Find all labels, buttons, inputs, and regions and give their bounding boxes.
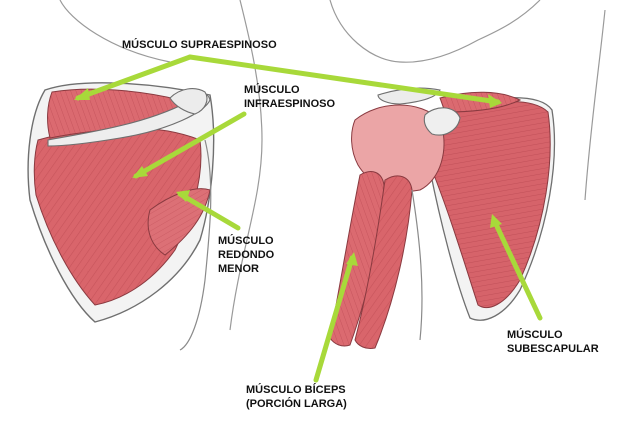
pointer-subesc xyxy=(491,217,543,321)
coracoid xyxy=(423,107,461,136)
pointer-supra-left xyxy=(75,54,193,101)
label-line: MÚSCULO BÍCEPS xyxy=(246,384,346,396)
label-musculo-infraespinoso: MÚSCULO INFRAESPINOSO xyxy=(244,83,335,111)
label-line: MÚSCULO SUPRAESPINOSO xyxy=(122,39,277,51)
label-line: MENOR xyxy=(218,263,259,275)
pointer-supra-right xyxy=(187,54,501,105)
humeral-head xyxy=(351,104,445,192)
biceps-long-head xyxy=(329,171,385,347)
infraspinatus-muscle xyxy=(33,127,202,306)
pointer-heads xyxy=(74,88,502,266)
pointer-infra xyxy=(133,111,247,179)
label-line: MÚSCULO xyxy=(244,84,300,96)
pointer-redondo xyxy=(177,191,241,231)
label-line: REDONDO xyxy=(218,249,275,261)
humerus-right xyxy=(411,189,423,341)
label-line: INFRAESPINOSO xyxy=(244,98,336,110)
humerus-left xyxy=(179,139,212,351)
label-musculo-biceps: MÚSCULO BÍCEPS (PORCIÓN LARGA) xyxy=(246,383,347,411)
anterior-shoulder xyxy=(329,87,556,349)
biceps-short-head xyxy=(354,175,413,349)
label-line: MÚSCULO xyxy=(218,235,274,247)
label-line: SUBESCAPULAR xyxy=(507,343,599,355)
body-outline xyxy=(59,0,606,331)
pointer-biceps xyxy=(313,255,355,383)
label-line: (PORCIÓN LARGA) xyxy=(246,398,347,410)
acromion xyxy=(169,88,208,115)
posterior-shoulder xyxy=(27,82,215,351)
label-musculo-subescapular: MÚSCULO SUBESCAPULAR xyxy=(507,328,599,356)
label-musculo-redondo-menor: MÚSCULO REDONDO MENOR xyxy=(218,234,274,276)
label-line: MÚSCULO xyxy=(507,329,563,341)
scapular-spine xyxy=(47,93,211,147)
label-musculo-supraespinoso: MÚSCULO SUPRAESPINOSO xyxy=(122,38,277,52)
pointer-lines xyxy=(75,54,543,383)
